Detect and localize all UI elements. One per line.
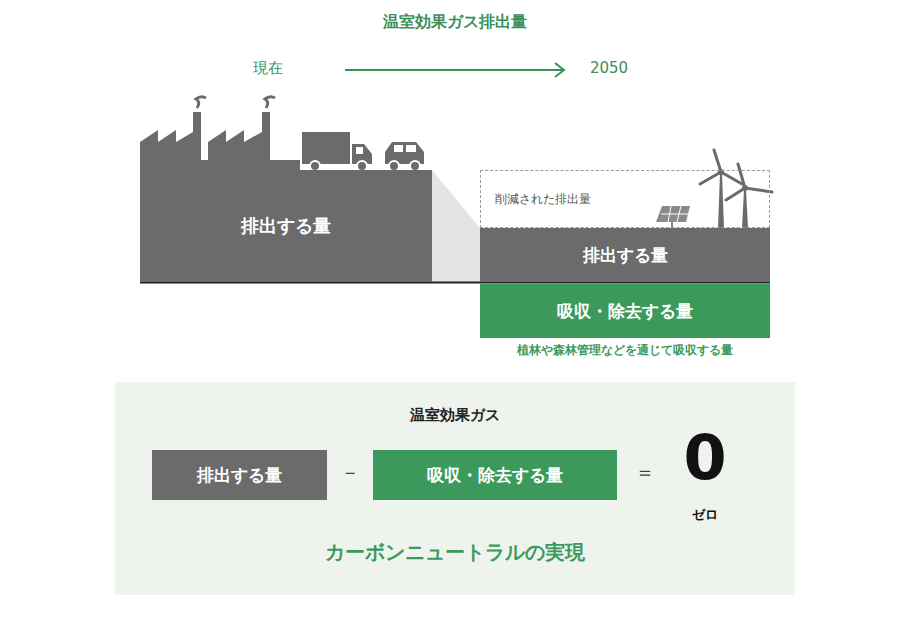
equals-sign: ＝ [635,462,655,482]
solar-grid [661,206,688,222]
emission-block: 排出する量 [480,228,770,282]
node-label: 吸収・除去する量 [427,464,563,487]
truck [302,132,350,164]
minus-sign: － [340,462,360,482]
turbine-blades [700,150,742,184]
node-label: 吸収・除去する量 [557,300,693,323]
panel-caption: カーボンニュートラルの実現 [325,539,585,566]
turbine-hub [742,185,748,191]
car-window [394,145,403,152]
title: 温室効果ガス排出量 [383,12,527,33]
turbine-tower [718,174,724,228]
node-label: 排出する量 [241,214,331,238]
timeline-end: 2050 [590,61,628,76]
reduced-emission-box: 削減された排出量 [480,170,770,228]
truck-window [356,147,363,154]
node-label: 排出する量 [583,244,668,267]
zero-value: 0 [683,427,726,489]
arrow-head [555,63,564,77]
car [385,142,424,164]
absorption-block: 吸収・除去する量 [480,284,770,338]
turbine-tower [742,190,748,228]
solar-panel [656,206,690,222]
panel-heading: 温室効果ガス [410,406,500,425]
car-window [406,145,416,152]
node-label: 排出する量 [197,464,282,487]
smoke [265,97,275,108]
timeline-arrow [345,69,563,71]
timeline-start: 現在 [253,61,283,76]
equation-emission-box: 排出する量 [152,450,327,500]
reduction-shade [432,170,480,282]
zero-reading: ゼロ [692,508,718,521]
node-label: 削減された排出量 [495,191,591,208]
absorption-note: 植林や森林管理などを通じて吸収する量 [517,344,733,356]
equation-absorption-box: 吸収・除去する量 [373,450,617,500]
smoke [196,97,206,108]
emission-block: 排出する量 [140,170,432,282]
